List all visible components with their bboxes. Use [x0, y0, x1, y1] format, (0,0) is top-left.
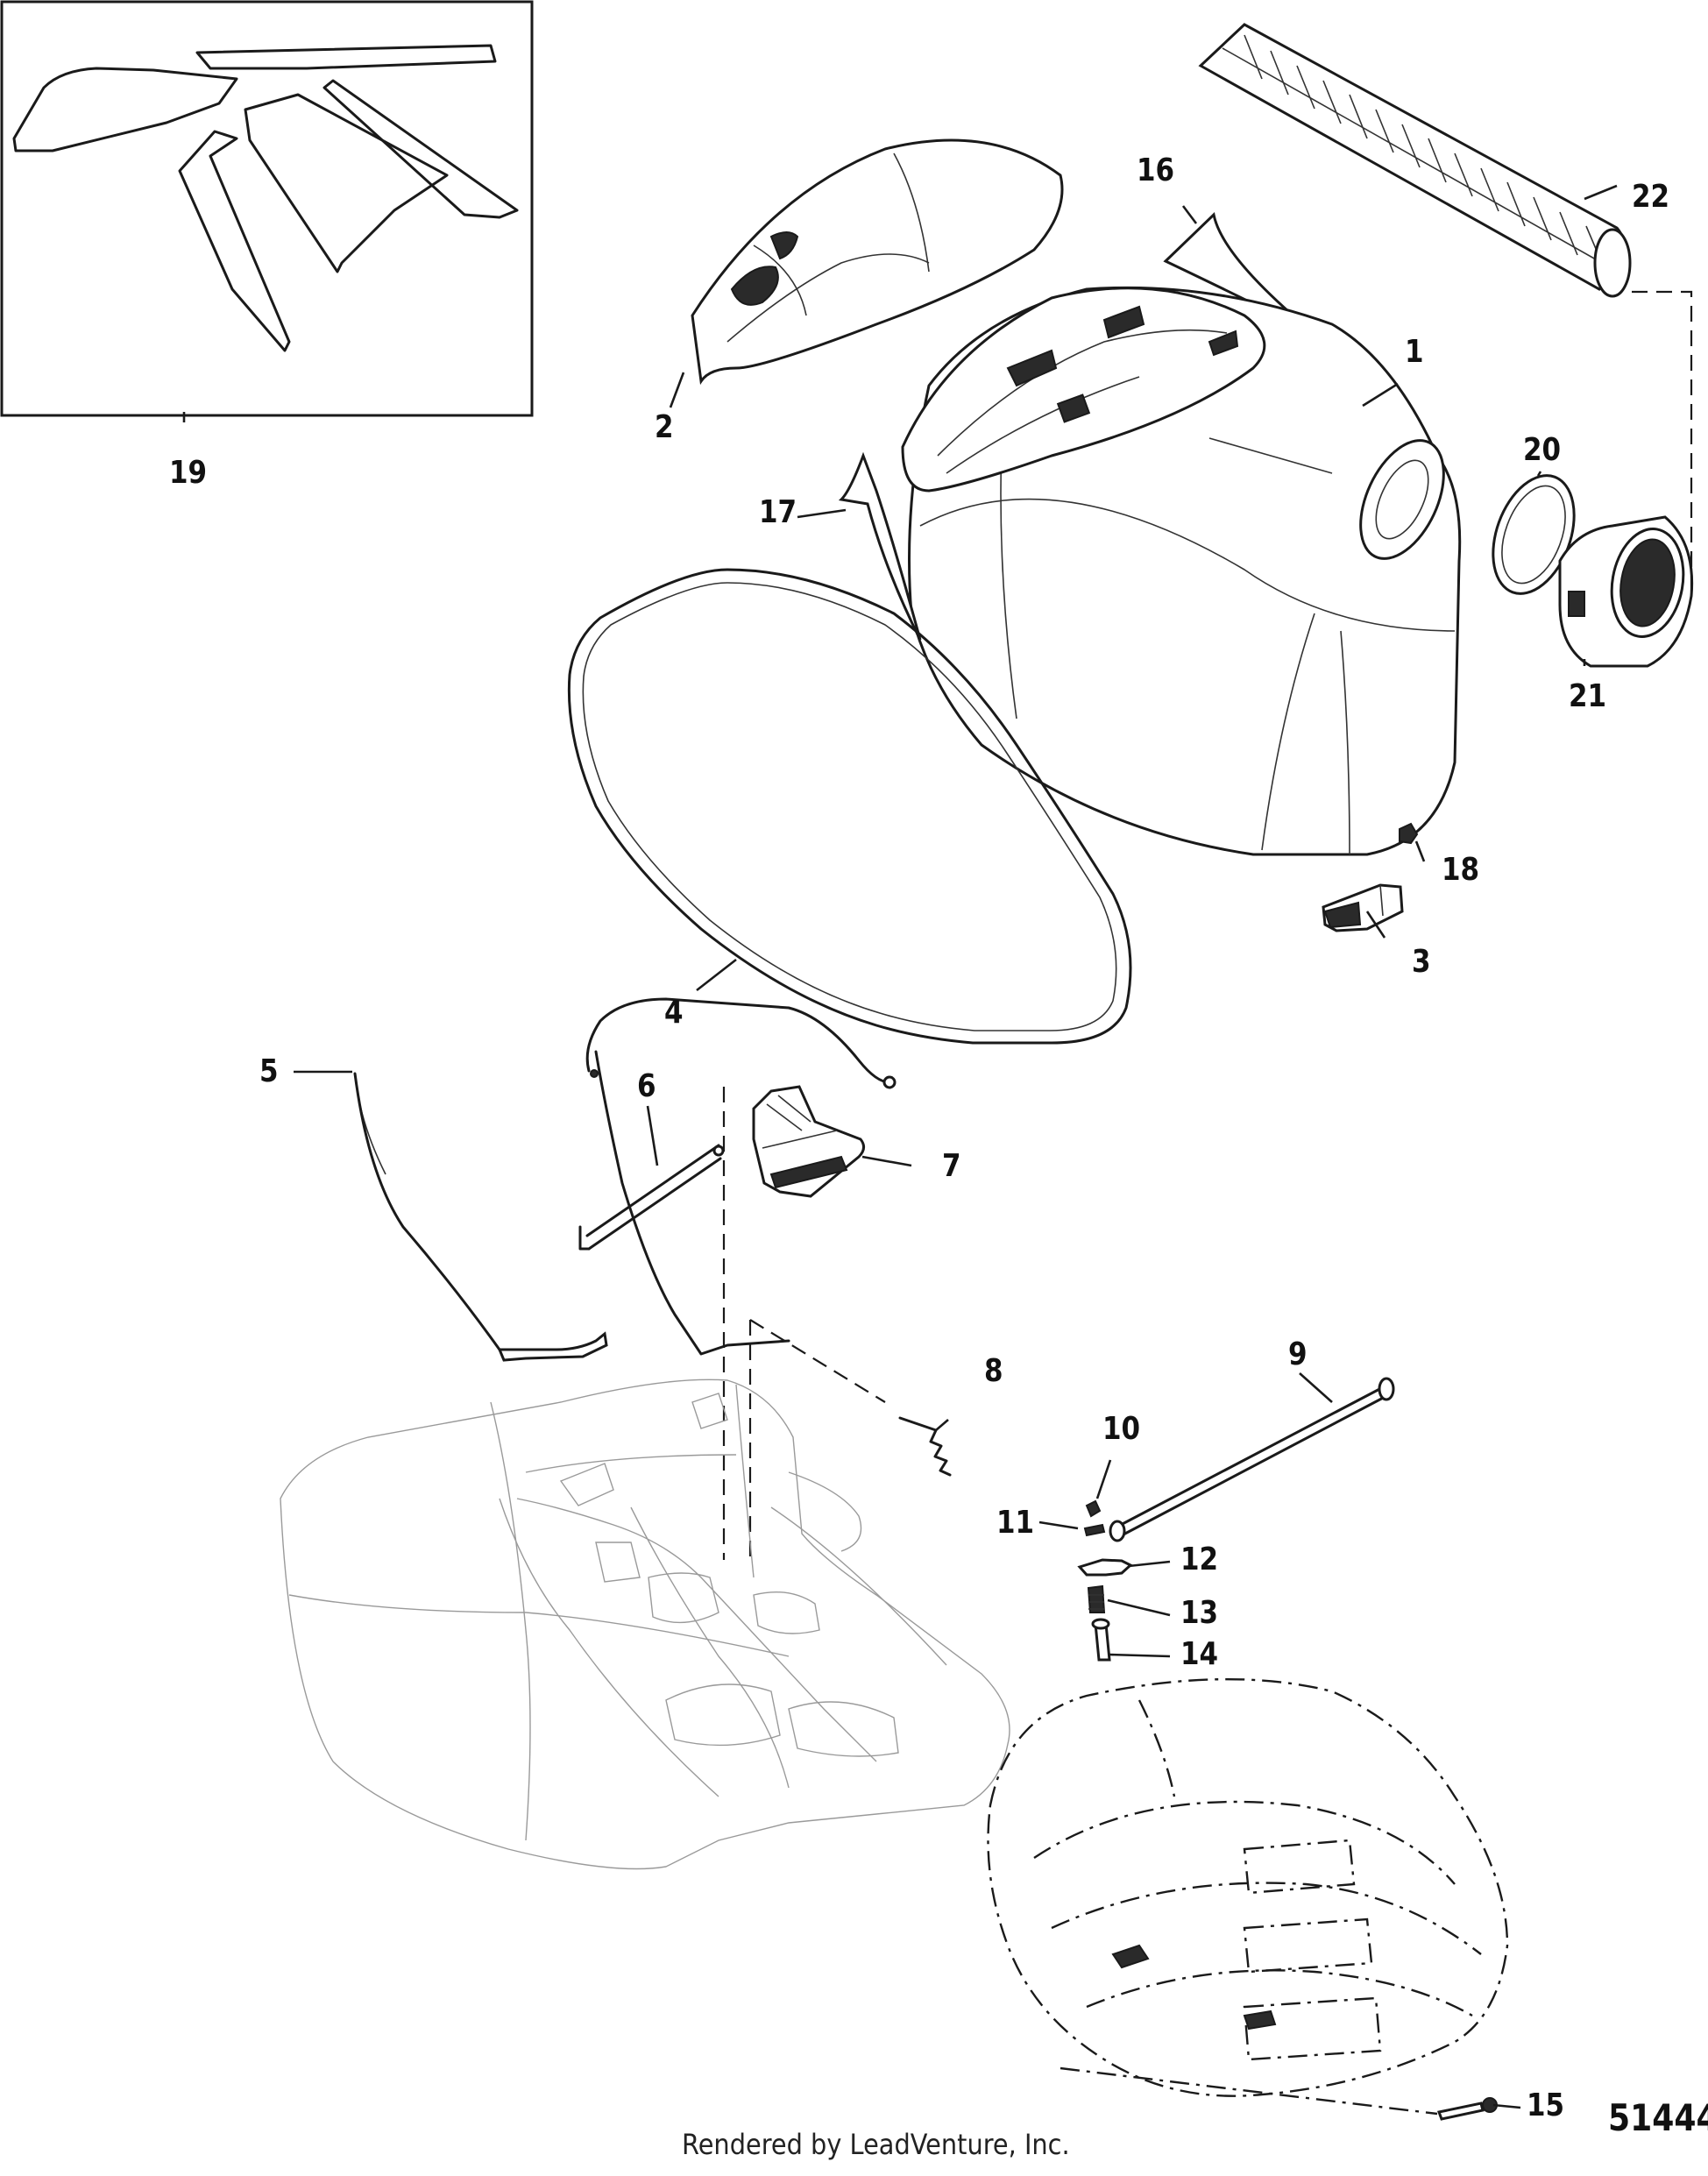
callout-21: 21: [1569, 678, 1607, 714]
cowl-seal: [567, 568, 1132, 1045]
callout-7: 7: [942, 1148, 961, 1184]
callout-11: 11: [996, 1505, 1035, 1541]
pin-14: [1091, 1618, 1111, 1662]
lever-12: [1077, 1558, 1133, 1577]
intake-cap: [1558, 515, 1694, 668]
clip-10: [1085, 1499, 1102, 1518]
callout-4: 4: [664, 995, 684, 1031]
latch-handle: [752, 1085, 865, 1198]
callout-16: 16: [1137, 152, 1175, 188]
callout-12: 12: [1180, 1542, 1219, 1577]
callout-2: 2: [655, 409, 674, 445]
callout-5: 5: [259, 1053, 279, 1089]
callout-1: 1: [1405, 334, 1424, 370]
reference-line-right: [1632, 290, 1693, 596]
callout-14: 14: [1180, 1636, 1219, 1672]
top-cowl: [901, 286, 1462, 856]
top-cowl-cover: [691, 138, 1064, 386]
callout-18: 18: [1442, 852, 1480, 888]
callout-6: 6: [637, 1068, 656, 1104]
decal-kit-inset: [0, 0, 534, 417]
callout-13: 13: [1180, 1595, 1219, 1631]
callout-3: 3: [1412, 944, 1431, 980]
screw-15: [1436, 2097, 1498, 2121]
callout-20: 20: [1523, 432, 1562, 468]
callout-17: 17: [759, 494, 797, 530]
callout-15: 15: [1527, 2087, 1565, 2123]
intake-hose: [1198, 23, 1632, 298]
spring-13: [1087, 1584, 1106, 1613]
link-rod-9: [1109, 1377, 1395, 1542]
pin-11: [1083, 1523, 1106, 1537]
nut-18: [1399, 822, 1419, 845]
lower-cowl-phantom: [280, 1379, 1010, 1870]
latch-cable: [353, 997, 897, 1362]
callout-8: 8: [984, 1353, 1003, 1389]
render-credit: Rendered by LeadVenture, Inc.: [682, 2128, 1070, 2161]
callout-19: 19: [169, 455, 208, 491]
latch-bracket: [1322, 883, 1404, 932]
spring-8: [749, 1319, 952, 1477]
diagram-number: 51444: [1608, 2096, 1708, 2139]
reference-line-15: [1060, 2066, 1438, 2116]
callout-9: 9: [1288, 1336, 1308, 1372]
front-cowl-phantom: [987, 1677, 1509, 2097]
leader-lines: [182, 184, 1618, 2109]
decal-17: [838, 451, 922, 641]
callout-10: 10: [1102, 1411, 1141, 1447]
callout-22: 22: [1632, 179, 1670, 215]
latch-rod: [578, 1144, 725, 1251]
